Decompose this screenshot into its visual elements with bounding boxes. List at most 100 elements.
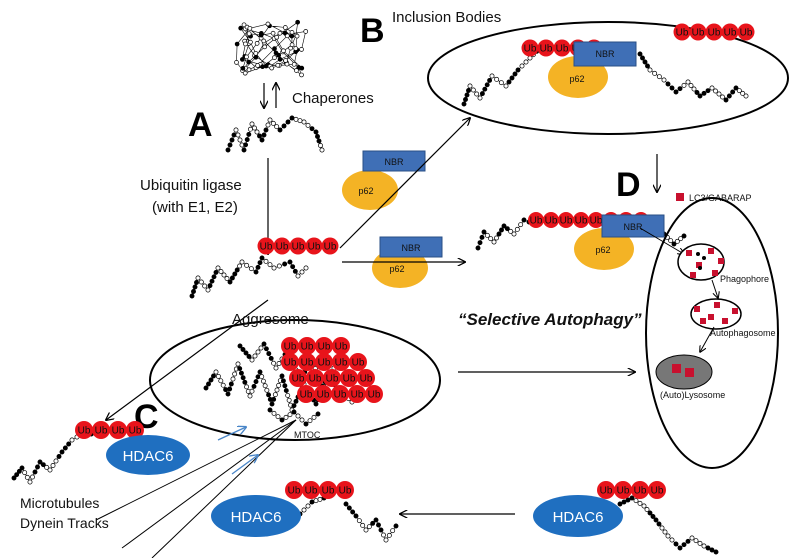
amino-acid-bead	[252, 353, 258, 359]
ubiquitin-bead	[537, 39, 555, 57]
amino-acid-bead	[313, 401, 319, 407]
amino-acid-bead	[484, 82, 490, 88]
amino-acid-bead	[293, 398, 299, 404]
amino-acid-bead	[625, 497, 631, 503]
amino-acid-bead	[264, 387, 270, 393]
ubiquitin-label: Ub	[339, 486, 352, 497]
amino-acid-bead	[295, 19, 301, 25]
amino-acid-bead	[233, 127, 239, 133]
amino-acid-bead	[276, 52, 282, 58]
amino-acid-bead	[617, 501, 623, 507]
nbr-box-inclusion	[573, 41, 637, 67]
ubiquitin-bead	[348, 385, 366, 403]
amino-acid-bead	[515, 67, 521, 73]
amino-acid-bead	[669, 85, 675, 91]
amino-acid-bead	[227, 142, 233, 148]
amino-acid-bead	[512, 71, 518, 77]
amino-acid-bead	[232, 371, 238, 377]
p62-blob-middle	[372, 248, 428, 288]
amino-acid-bead	[270, 30, 276, 36]
ubiquitin-bead	[273, 237, 291, 255]
p62-label-top: p62	[358, 186, 373, 196]
lc3-marker	[696, 262, 702, 268]
ubiquitin-bead	[323, 369, 341, 387]
amino-acid-bead	[474, 91, 480, 97]
amino-acid-bead	[228, 381, 234, 387]
ubiquitin-label: Ub	[360, 374, 373, 385]
ubiquitin-bead	[588, 212, 604, 228]
amino-acid-bead	[303, 265, 309, 271]
amino-acid-bead	[674, 238, 680, 244]
amino-acid-bead	[677, 86, 683, 92]
ubiquitinated-protein	[189, 255, 309, 299]
amino-acid-bead	[366, 524, 372, 530]
amino-acid-bead	[720, 94, 725, 100]
ubiquitin-label: Ub	[708, 28, 721, 39]
autophagy-cell-ellipse	[645, 197, 779, 469]
amino-acid-bead	[16, 468, 22, 474]
amino-acid-bead	[223, 387, 229, 393]
amino-acid-bead	[305, 503, 311, 509]
amino-acid-bead	[356, 518, 362, 524]
amino-acid-bead	[494, 235, 499, 241]
ubiquitin-label: Ub	[301, 342, 314, 353]
ubiquitin-bead	[302, 481, 320, 499]
amino-acid-bead	[673, 89, 679, 95]
amino-acid-bead	[291, 403, 297, 409]
amino-acid-bead	[743, 93, 749, 99]
amino-acid-bead	[647, 67, 653, 73]
amino-acid-bead	[309, 499, 315, 505]
autolysosome-label: (Auto)Lysosome	[660, 390, 725, 400]
ubiquitin-bead	[332, 337, 350, 355]
amino-acid-bead	[629, 495, 635, 501]
amino-acid-bead	[269, 65, 275, 71]
section-letter-a: A	[188, 106, 213, 144]
amino-acid-bead	[736, 88, 742, 94]
amino-acid-bead	[360, 522, 366, 528]
ubiquitin-bead	[553, 39, 571, 57]
ubiquitin-label: Ub	[335, 358, 348, 369]
amino-acid-bead	[353, 513, 359, 519]
amino-acid-bead	[378, 527, 384, 533]
amino-acid-bead	[62, 445, 68, 451]
amino-acid-bead	[248, 266, 254, 272]
amino-acid-bead	[240, 347, 246, 352]
amino-acid-bead	[518, 222, 524, 228]
amino-acid-bead	[279, 373, 285, 379]
amino-acid-bead	[269, 401, 275, 407]
amino-acid-bead	[681, 542, 687, 548]
ubiquitin-label: Ub	[318, 358, 331, 369]
amino-acid-bead	[642, 59, 648, 65]
amino-acid-bead	[293, 46, 299, 51]
amino-acid-bead	[287, 259, 293, 265]
amino-acid-bead	[487, 77, 493, 83]
ubiquitin-bead	[689, 23, 707, 41]
ubiquitin-bead	[298, 353, 316, 371]
amino-acid-bead	[318, 143, 323, 148]
amino-acid-bead	[243, 142, 249, 148]
amino-acid-bead	[295, 273, 301, 279]
ubiquitin-bead	[281, 353, 299, 371]
amino-acid-bead	[237, 263, 243, 269]
ubiquitin-label: Ub	[78, 426, 91, 437]
ubiquitin-bead	[289, 237, 307, 255]
amino-acid-bead	[509, 75, 515, 81]
ubiquitin-label: Ub	[317, 390, 330, 401]
ubiquitin-bead	[521, 39, 539, 57]
amino-acid-bead	[705, 545, 711, 551]
amino-acid-bead	[24, 474, 30, 480]
amino-acid-bead	[238, 370, 244, 376]
amino-acid-bead	[247, 126, 253, 132]
amino-acid-bead	[305, 122, 311, 128]
amino-acid-bead	[681, 82, 687, 88]
amino-acid-bead	[286, 397, 292, 403]
cargo-bead	[702, 256, 706, 260]
amino-acid-bead	[240, 65, 246, 71]
ubiquitin-bead	[597, 481, 615, 499]
hdac6-cargo-protein-right	[617, 495, 719, 555]
amino-acid-bead	[195, 275, 201, 281]
amino-acid-bead	[267, 262, 273, 268]
amino-acid-bead	[289, 115, 295, 121]
ubiquitin-label: Ub	[556, 44, 569, 55]
amino-acid-bead	[246, 67, 252, 73]
